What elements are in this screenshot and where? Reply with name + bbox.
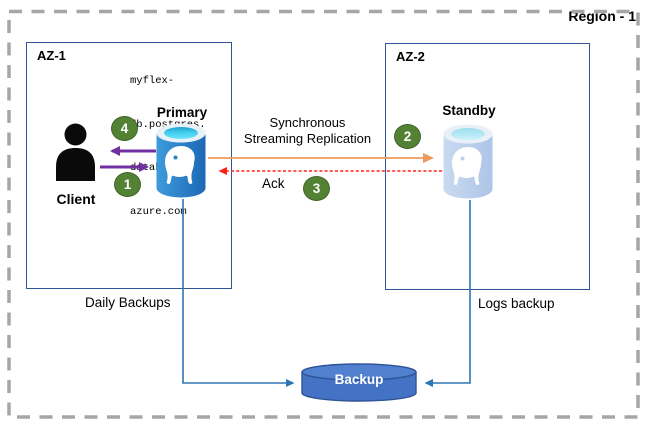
- az2-label: AZ-2: [396, 49, 425, 64]
- primary-label: Primary: [156, 105, 208, 120]
- step-badge-1: 1: [114, 172, 141, 197]
- region-label: Region - 1: [568, 8, 636, 24]
- replication-label-line1: Synchronous: [269, 115, 346, 130]
- step-badge-4: 4: [111, 116, 138, 141]
- replication-flow-label: Synchronous Streaming Replication: [225, 115, 390, 147]
- hostname-line: myflex-: [130, 75, 175, 87]
- step-badge-3: 3: [303, 176, 330, 201]
- standby-label: Standby: [442, 103, 496, 118]
- replication-label-line2: Streaming Replication: [243, 131, 372, 146]
- daily-backups-label: Daily Backups: [85, 295, 171, 310]
- logs-backup-label: Logs backup: [478, 296, 555, 311]
- client-label: Client: [56, 191, 96, 207]
- client-person-icon: [56, 123, 95, 181]
- step-badge-2: 2: [394, 124, 421, 149]
- ack-flow-label: Ack: [262, 176, 285, 191]
- primary-postgres-db-icon: [156, 123, 206, 198]
- az1-label: AZ-1: [37, 48, 66, 63]
- backup-label: Backup: [334, 372, 384, 387]
- hostname-line: azure.com: [130, 205, 187, 218]
- standby-postgres-db-icon: [443, 124, 493, 199]
